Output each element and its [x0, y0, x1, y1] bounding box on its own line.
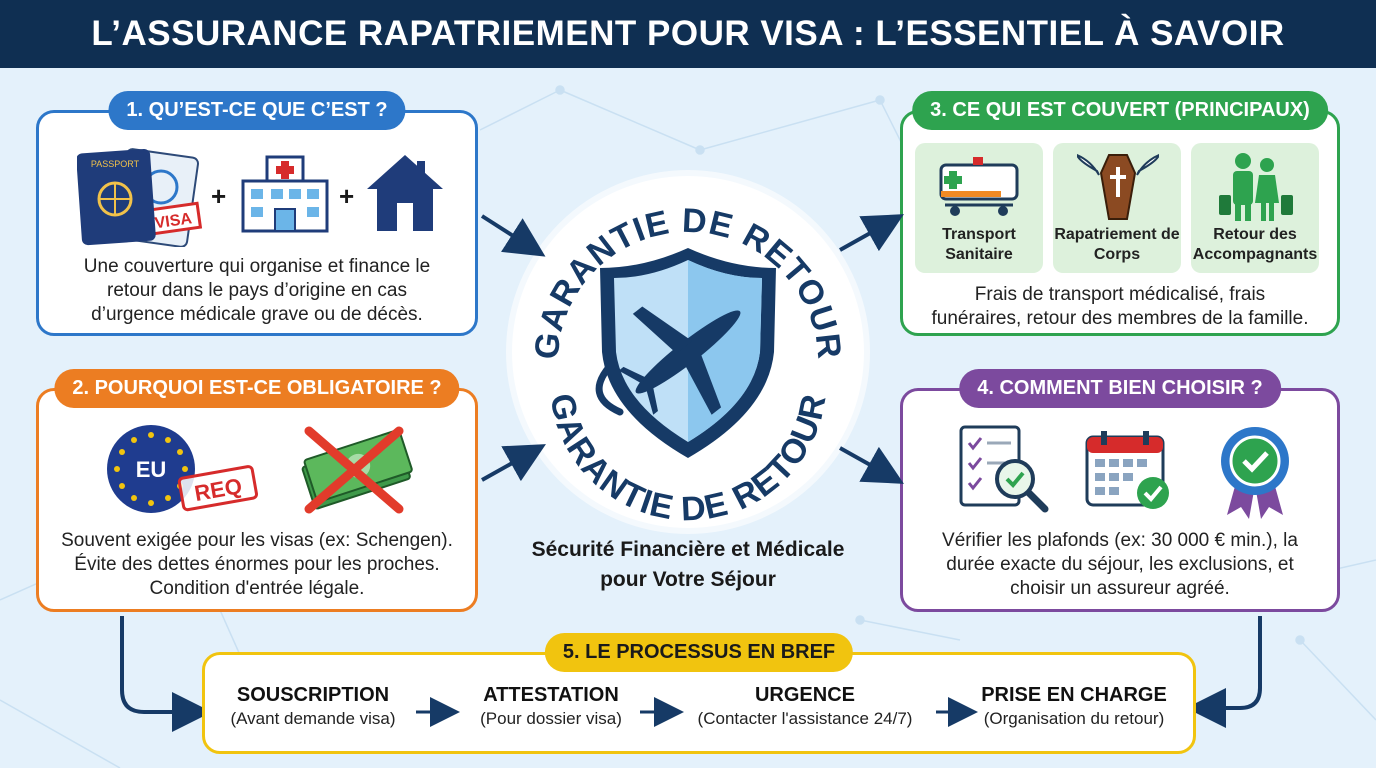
coverage-card-transport: Transport Sanitaire: [915, 143, 1043, 273]
step-subtitle: (Organisation du retour): [983, 709, 1165, 728]
process-step-emergency: URGENCE (Contacter l'assistance 24/7): [680, 684, 930, 729]
family-icon: [1219, 153, 1293, 221]
panel-1-heading: 1. QU’EST-CE QUE C’EST ?: [108, 91, 406, 130]
panel-why-mandatory: 2. POURQUOI EST-CE OBLIGATOIRE ? EU REQ …: [36, 369, 478, 612]
coffin-icon: [1077, 153, 1159, 220]
shield-plane-emblem: GARANTIE DE RETOUR GARANTIE DE RETOUR: [528, 202, 848, 528]
eu-flag-icon: EU REQ: [107, 425, 259, 513]
panel-5-heading: 5. LE PROCESSUS EN BREF: [544, 633, 854, 672]
step-title: ATTESTATION: [483, 684, 619, 706]
process-step-handling: PRISE EN CHARGE (Organisation du retour): [949, 684, 1199, 729]
process-step-subscription: SOUSCRIPTION (Avant demande visa): [188, 684, 438, 729]
certified-badge-icon: [1221, 427, 1289, 519]
panel-3-heading: 3. CE QUI EST COUVERT (PRINCIPAUX): [912, 91, 1328, 130]
calendar-icon: [1085, 431, 1169, 509]
panel-3-text: Frais de transport médicalisé, frais fun…: [931, 284, 1309, 329]
visa-stamp-label: VISA: [154, 210, 194, 232]
hospital-icon: [241, 155, 329, 233]
page-title: L’ASSURANCE RAPATRIEMENT POUR VISA : L’E…: [91, 14, 1285, 53]
plus-icon: +: [339, 181, 355, 211]
process-step-certificate: ATTESTATION (Pour dossier visa): [426, 684, 676, 729]
coverage-card-companions: Retour des Accompagnants: [1191, 143, 1319, 273]
step-subtitle: (Pour dossier visa): [480, 709, 622, 728]
title-bar: L’ASSURANCE RAPATRIEMENT POUR VISA : L’E…: [0, 0, 1376, 68]
coverage-card-repatriation: Rapatriement de Corps: [1053, 143, 1181, 273]
step-title: URGENCE: [754, 684, 855, 706]
card-label-companions: Retour des Accompagnants: [1192, 226, 1318, 263]
panel-process: 5. LE PROCESSUS EN BREF: [202, 633, 1196, 754]
step-title: PRISE EN CHARGE: [981, 684, 1167, 706]
passport-label: PASSPORT: [91, 159, 140, 169]
central-subtitle-line-1: Sécurité Financière et Médicale: [531, 538, 845, 561]
eu-label: EU: [136, 457, 167, 482]
house-icon: [367, 155, 443, 231]
panel-2-heading: 2. POURQUOI EST-CE OBLIGATOIRE ?: [54, 369, 460, 408]
step-subtitle: (Contacter l'assistance 24/7): [697, 709, 913, 728]
plus-icon: +: [211, 181, 227, 211]
passport-icon: VISA PASSPORT: [77, 148, 203, 247]
panel-what-is-covered: 3. CE QUI EST COUVERT (PRINCIPAUX) Trans…: [900, 91, 1340, 336]
step-title: SOUSCRIPTION: [236, 684, 390, 706]
card-label-transport: Transport Sanitaire: [942, 226, 1016, 263]
panel-2-text: Souvent exigée pour les visas (ex: Schen…: [61, 530, 453, 599]
card-label-repatriation: Rapatriement de Corps: [1054, 226, 1180, 263]
crossed-money-icon: [301, 426, 413, 514]
ambulance-icon: [939, 157, 1019, 216]
panel-how-to-choose: 4. COMMENT BIEN CHOISIR ? Vérifier les p…: [900, 369, 1340, 612]
panel-4-text: Vérifier les plafonds (ex: 30 000 € min.…: [942, 530, 1298, 599]
panel-4-heading: 4. COMMENT BIEN CHOISIR ?: [959, 369, 1281, 408]
checklist-icon: [959, 425, 1049, 513]
step-subtitle: (Avant demande visa): [230, 709, 396, 728]
central-subtitle-line-2: pour Votre Séjour: [600, 568, 776, 591]
panel-what-is-it: 1. QU’EST-CE QUE C’EST ? VISA PASSPORT +…: [36, 91, 478, 336]
central-subtitle: Sécurité Financière et Médicale pour Vot…: [470, 535, 906, 595]
panel-1-text: Une couverture qui organise et finance l…: [83, 256, 431, 325]
